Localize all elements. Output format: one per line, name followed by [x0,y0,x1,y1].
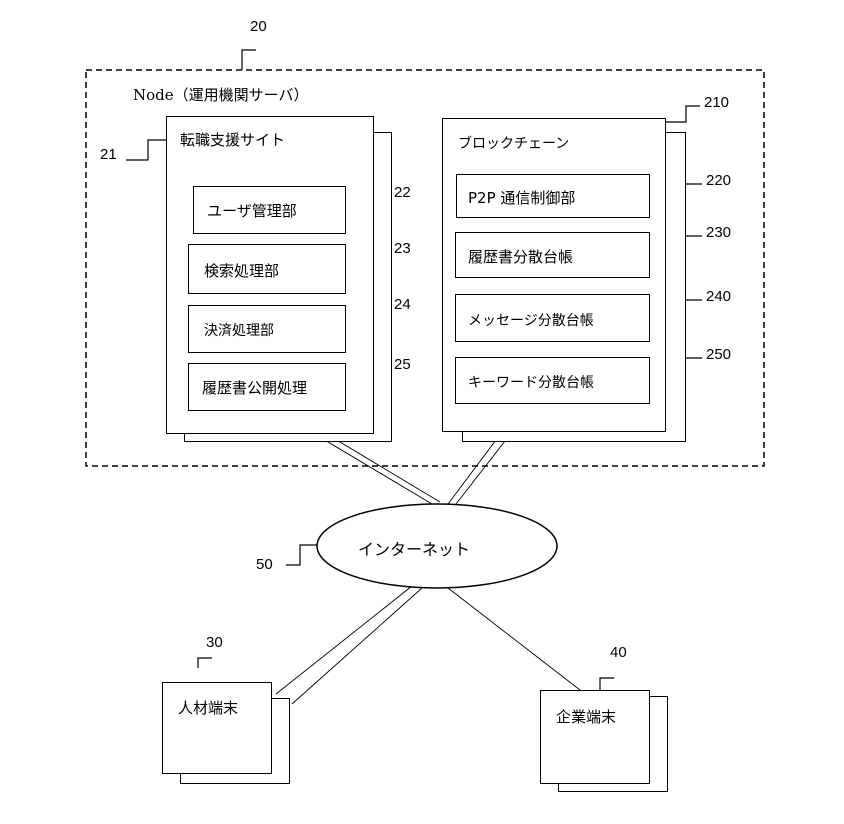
leader-21 [126,139,166,161]
link-site-internet-2 [329,435,441,503]
link-internet-talent-2 [291,587,423,705]
resume-ledger-module [455,232,650,278]
ref-22: 22 [394,184,411,201]
leader-40 [599,677,614,690]
ref-24: 24 [394,296,411,313]
ref-30: 30 [206,634,223,651]
leader-30 [197,657,212,668]
leader-210 [666,105,700,123]
talent-terminal-label: 人材端末 [178,699,239,717]
ref-240: 240 [706,288,732,305]
link-site-internet [317,435,433,505]
resume-publish-label: 履歴書公開処理 [202,379,308,397]
ref-220: 220 [706,172,732,189]
message-ledger-label: メッセージ分散台帳 [468,313,594,329]
search-processing-module [188,244,346,294]
company-terminal-box [540,690,650,784]
ref-23: 23 [394,240,411,257]
p2p-control-label: P2P 通信制御部 [468,189,576,207]
search-processing-label: 検索処理部 [204,262,280,280]
talent-terminal-box [162,682,272,774]
site-title: 転職支援サイト [180,131,286,149]
ref-25: 25 [394,356,411,373]
company-terminal-label: 企業端末 [556,708,617,726]
message-ledger-module [455,294,650,342]
leader-20 [241,49,256,70]
blockchain-title: ブロックチェーン [458,136,570,152]
leader-50 [286,544,318,566]
payment-processing-module [188,305,346,353]
link-internet-company [447,587,581,691]
p2p-control-module [456,174,650,218]
internet-cloud [316,503,558,589]
keyword-ledger-label: キーワード分散台帳 [468,375,594,391]
resume-ledger-label: 履歴書分散台帳 [468,248,574,266]
node-boundary [85,69,765,467]
node-label: Node（運用機関サーバ） [133,86,309,104]
link-chain-internet-2 [455,431,513,505]
user-management-module [193,186,346,234]
link-chain-internet [447,431,503,505]
user-management-label: ユーザ管理部 [207,202,297,220]
ref-40: 40 [610,644,627,661]
resume-publish-module [188,363,346,411]
ref-21: 21 [100,146,117,163]
ref-250: 250 [706,346,732,363]
ref-50: 50 [256,556,273,573]
payment-processing-label: 決済処理部 [204,323,274,339]
keyword-ledger-module [455,357,650,404]
ref-20: 20 [250,18,267,35]
ref-230: 230 [706,224,732,241]
internet-label: インターネット [358,540,471,559]
link-internet-talent [275,585,413,695]
ref-210: 210 [704,94,730,111]
